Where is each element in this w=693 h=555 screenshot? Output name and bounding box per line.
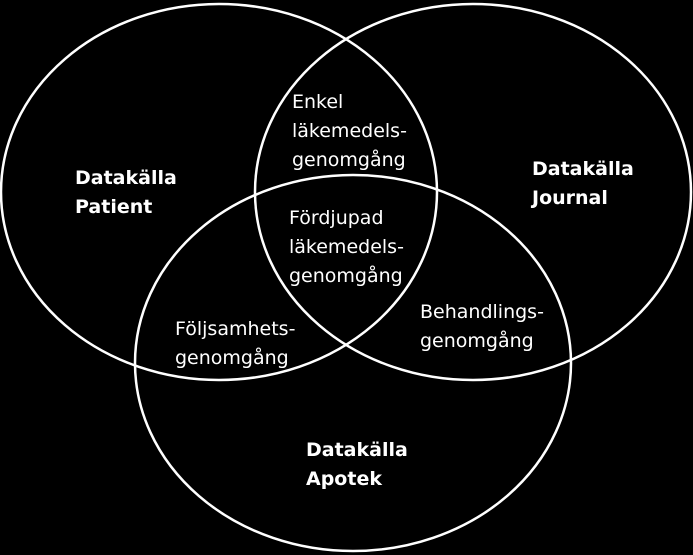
circle-patient [0,2,439,382]
label-datakalla-journal: Datakälla Journal [532,158,634,209]
circle-journal [253,2,693,382]
label-foljsamhetsgenomgang: Följsamhets- genomgång [175,318,296,369]
label-fordjupad-lakemedelsgenomgang: Fördjupad läkemedels- genomgång [289,207,404,287]
circle-apotek [133,173,573,553]
label-behandlingsgenomgang: Behandlings- genomgång [420,301,544,352]
label-datakalla-patient: Datakälla Patient [75,167,177,218]
label-datakalla-apotek: Datakälla Apotek [306,439,408,490]
label-enkel-lakemedelsgenomgang: Enkel läkemedels- genomgång [292,91,407,171]
